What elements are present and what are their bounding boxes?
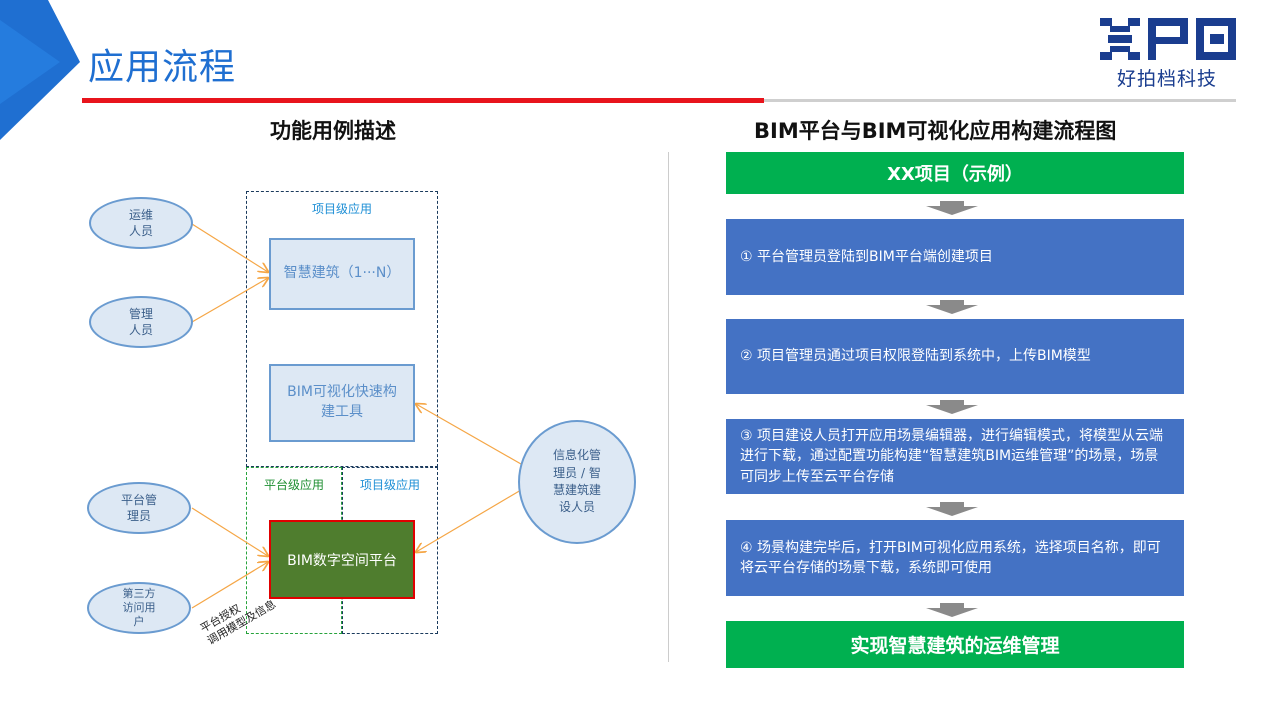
title-rule-gray <box>764 99 1236 102</box>
actor-third-party: 第三方 访问用 户 <box>87 582 191 634</box>
flow-step-2: ② 项目管理员通过项目权限登陆到系统中，上传BIM模型 <box>726 319 1184 394</box>
right-section-title: BIM平台与BIM可视化应用构建流程图 <box>754 119 1117 143</box>
xpd-logo-icon <box>1100 18 1236 60</box>
flow-arrow <box>926 602 978 621</box>
arrow-info-to-tool <box>416 404 522 465</box>
left-section-title: 功能用例描述 <box>270 119 396 143</box>
flow-arrow <box>926 299 978 318</box>
project-zone-top-label: 项目级应用 <box>311 202 372 216</box>
project-zone-bottom-label: 项目级应用 <box>359 478 420 492</box>
logo-text: 好拍档科技 <box>1116 68 1217 90</box>
bim-platform-box: BIM数字空间平台 <box>269 520 415 599</box>
arrow-admin-to-platform <box>191 507 268 556</box>
down-arrow-icon <box>926 400 978 414</box>
flow-arrow <box>926 200 978 219</box>
actor-manager: 管理 人员 <box>89 296 193 348</box>
bim-tool-box: BIM可视化快速构 建工具 <box>269 364 415 442</box>
corner-triangle-icon <box>0 0 80 140</box>
arrow-info-to-platform <box>416 489 522 552</box>
use-case-arrows <box>191 223 522 609</box>
actor-ops: 运维 人员 <box>89 197 193 249</box>
section-divider <box>668 152 669 662</box>
actor-platform-admin: 平台管 理员 <box>87 482 191 534</box>
arrow-third-to-platform <box>191 562 268 609</box>
flow-step-3: ③ 项目建设人员打开应用场景编辑器，进行编辑模式，将模型从云端进行下载，通过配置… <box>726 419 1184 494</box>
flow-step-3-text: ③ 项目建设人员打开应用场景编辑器，进行编辑模式，将模型从云端进行下载，通过配置… <box>740 428 1163 485</box>
down-arrow-icon <box>926 300 978 314</box>
arrow-ops-to-smart <box>191 223 268 272</box>
flow-step-1: ① 平台管理员登陆到BIM平台端创建项目 <box>726 219 1184 295</box>
flow-step-4-text: ④ 场景构建完毕后，打开BIM可视化应用系统，选择项目名称，即可将云平台存储的场… <box>740 539 1161 576</box>
down-arrow-icon <box>926 502 978 516</box>
project-zone-top <box>246 191 438 467</box>
down-arrow-icon <box>926 603 978 617</box>
flow-step-1-text: ① 平台管理员登陆到BIM平台端创建项目 <box>740 248 993 265</box>
arrow-manager-to-smart <box>191 278 268 323</box>
actor-info-manager: 信息化管 理员 / 智 慧建筑建 设人员 <box>518 420 636 544</box>
result-box: 实现智慧建筑的运维管理 <box>726 621 1184 668</box>
smart-building-box: 智慧建筑（1···N） <box>269 238 415 310</box>
flow-step-2-text: ② 项目管理员通过项目权限登陆到系统中，上传BIM模型 <box>740 348 1091 365</box>
flow-arrow <box>926 399 978 418</box>
page-title: 应用流程 <box>88 47 237 88</box>
down-arrow-icon <box>926 201 978 215</box>
title-rule-red <box>82 98 764 103</box>
flow-step-4: ④ 场景构建完毕后，打开BIM可视化应用系统，选择项目名称，即可将云平台存储的场… <box>726 520 1184 596</box>
platform-zone-label: 平台级应用 <box>263 478 324 492</box>
flow-arrow <box>926 501 978 520</box>
project-header-box: XX项目（示例） <box>726 152 1184 194</box>
